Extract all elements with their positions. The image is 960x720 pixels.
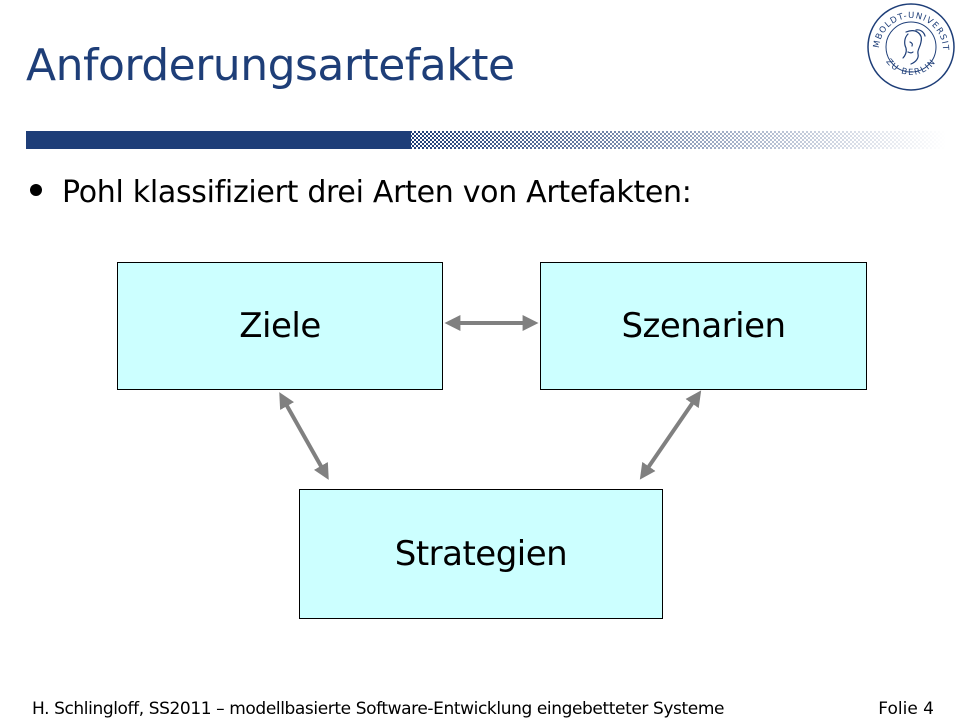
slide-title: Anforderungsartefakte bbox=[26, 40, 515, 91]
node-strategien: Strategien bbox=[299, 489, 663, 619]
title-divider-bar bbox=[26, 131, 946, 149]
footer-author-course: H. Schlingloff, SS2011 – modellbasierte … bbox=[32, 699, 725, 719]
university-seal-icon: HUMBOLDT-UNIVERSITÄT ZU BERLIN bbox=[866, 2, 955, 91]
arrow-szenarien-strategien bbox=[639, 390, 702, 480]
bullet-text: Pohl klassifiziert drei Arten von Artefa… bbox=[62, 175, 692, 210]
node-szenarien: Szenarien bbox=[540, 262, 867, 390]
node-ziele: Ziele bbox=[117, 262, 443, 390]
bullet-dot bbox=[30, 183, 42, 196]
bullet-item: Pohl klassifiziert drei Arten von Artefa… bbox=[30, 175, 692, 210]
arrow-ziele-strategien bbox=[279, 392, 329, 480]
portrait-icon bbox=[902, 29, 926, 65]
footer-slide-number: Folie 4 bbox=[878, 699, 934, 719]
